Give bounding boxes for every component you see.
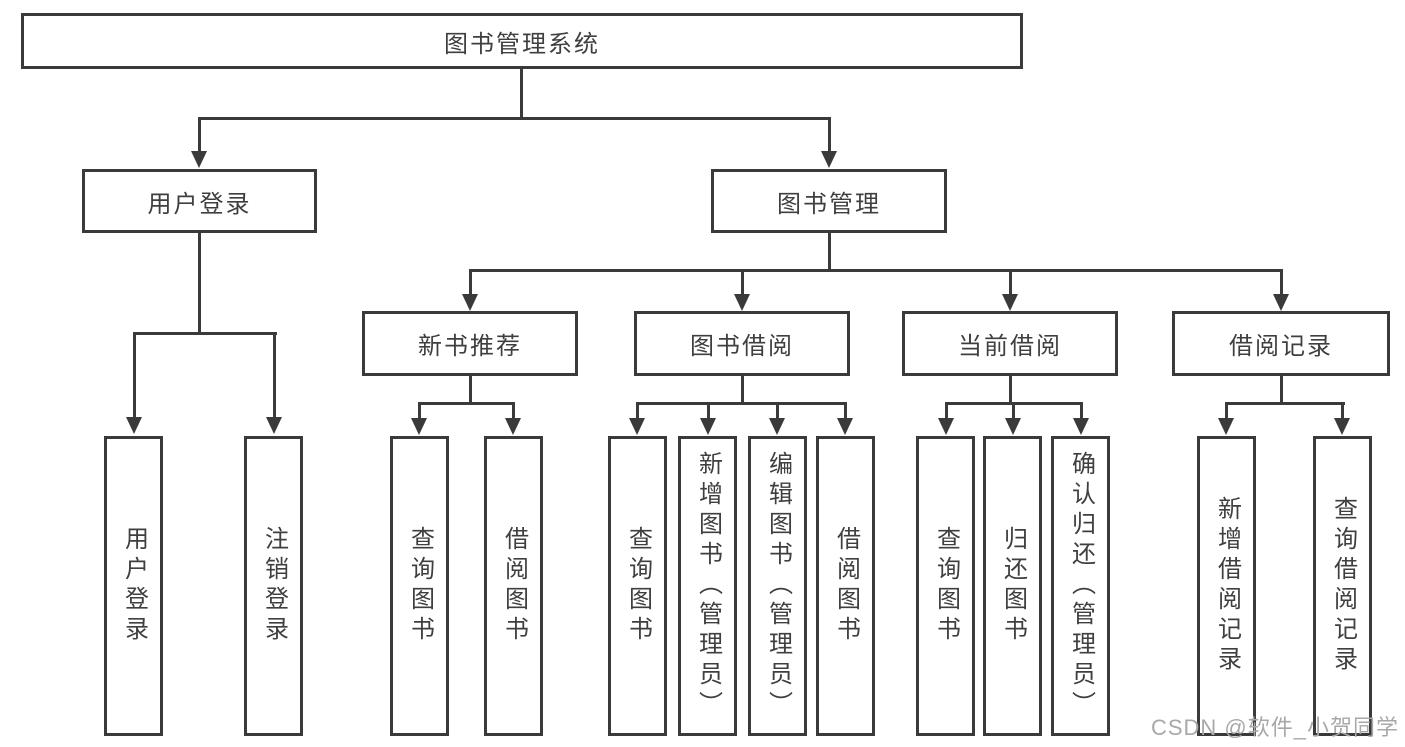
- connector-line: [945, 402, 948, 419]
- arrow-down-icon: [126, 417, 142, 434]
- leaf-query-book-current: 查询图书: [916, 436, 975, 736]
- arrow-down-icon: [266, 417, 282, 434]
- node-book-borrow: 图书借阅: [634, 311, 850, 376]
- leaf-borrow-book-recommend-label: 借阅图书: [500, 526, 528, 646]
- leaf-edit-book-admin-label: 编辑图书（管理员）: [764, 451, 792, 721]
- connector-line: [418, 402, 421, 419]
- leaf-query-book-current-label: 查询图书: [932, 526, 960, 646]
- leaf-query-borrow-record-label: 查询借阅记录: [1329, 496, 1357, 676]
- connector-line: [198, 233, 201, 334]
- connector-line: [1009, 376, 1012, 405]
- leaf-add-book-admin-label: 新增图书（管理员）: [694, 451, 722, 721]
- node-current-borrow-label: 当前借阅: [958, 333, 1062, 360]
- arrow-down-icon: [1073, 418, 1089, 435]
- arrow-down-icon: [1334, 418, 1350, 435]
- arrow-down-icon: [938, 418, 954, 435]
- leaf-logout: 注销登录: [244, 436, 303, 736]
- node-borrow-record-label: 借阅记录: [1229, 333, 1333, 360]
- connector-line: [1225, 402, 1345, 405]
- node-book-management: 图书管理: [711, 169, 947, 233]
- node-new-book-recommend-label: 新书推荐: [418, 333, 522, 360]
- node-borrow-record: 借阅记录: [1172, 311, 1390, 376]
- arrow-down-icon: [1005, 418, 1021, 435]
- leaf-edit-book-admin: 编辑图书（管理员）: [748, 436, 807, 736]
- leaf-logout-label: 注销登录: [260, 526, 288, 646]
- arrow-down-icon: [1273, 294, 1289, 311]
- node-book-management-label: 图书管理: [777, 190, 881, 218]
- node-user-login: 用户登录: [82, 169, 317, 233]
- connector-line: [1012, 402, 1015, 419]
- connector-line: [741, 269, 744, 295]
- leaf-query-book-borrow-label: 查询图书: [624, 526, 652, 646]
- leaf-add-borrow-record: 新增借阅记录: [1197, 436, 1256, 736]
- arrow-down-icon: [1002, 294, 1018, 311]
- connector-line: [1009, 269, 1012, 295]
- connector-line: [1080, 402, 1083, 419]
- csdn-watermark: CSDN @软件_小贺同学: [1150, 715, 1399, 740]
- arrow-down-icon: [734, 294, 750, 311]
- connector-line: [844, 402, 847, 419]
- leaf-query-book-borrow: 查询图书: [608, 436, 667, 736]
- node-new-book-recommend: 新书推荐: [362, 311, 578, 376]
- connector-line: [273, 332, 276, 418]
- leaf-user-login: 用户登录: [104, 436, 163, 736]
- leaf-borrow-book: 借阅图书: [816, 436, 875, 736]
- arrow-down-icon: [837, 418, 853, 435]
- leaf-borrow-book-recommend: 借阅图书: [484, 436, 543, 736]
- connector-line: [133, 332, 277, 335]
- leaf-confirm-return-admin-label: 确认归还（管理员）: [1067, 451, 1095, 721]
- connector-line: [469, 269, 472, 295]
- connector-line: [741, 376, 744, 405]
- leaf-query-book-recommend: 查询图书: [390, 436, 449, 736]
- leaf-return-book: 归还图书: [983, 436, 1042, 736]
- connector-line: [418, 402, 515, 405]
- arrow-down-icon: [629, 418, 645, 435]
- leaf-add-borrow-record-label: 新增借阅记录: [1213, 496, 1241, 676]
- leaf-confirm-return-admin: 确认归还（管理员）: [1051, 436, 1110, 736]
- connector-line: [1280, 269, 1283, 295]
- arrow-down-icon: [191, 151, 207, 168]
- leaf-query-book-recommend-label: 查询图书: [406, 526, 434, 646]
- leaf-add-book-admin: 新增图书（管理员）: [678, 436, 737, 736]
- arrow-down-icon: [505, 418, 521, 435]
- arrow-down-icon: [769, 418, 785, 435]
- connector-line: [1341, 402, 1344, 419]
- node-current-borrow: 当前借阅: [902, 311, 1118, 376]
- connector-line: [520, 69, 523, 117]
- connector-line: [828, 117, 831, 152]
- connector-line: [512, 402, 515, 419]
- connector-line: [828, 233, 831, 272]
- connector-line: [198, 117, 201, 152]
- arrow-down-icon: [411, 418, 427, 435]
- leaf-borrow-book-label: 借阅图书: [832, 526, 860, 646]
- arrow-down-icon: [1218, 418, 1234, 435]
- connector-line: [133, 332, 136, 418]
- connector-line: [469, 269, 1283, 272]
- node-root-label: 图书管理系统: [444, 30, 600, 58]
- connector-line: [1225, 402, 1228, 419]
- connector-line: [636, 402, 639, 419]
- connector-line: [776, 402, 779, 419]
- leaf-query-borrow-record: 查询借阅记录: [1313, 436, 1372, 736]
- node-book-borrow-label: 图书借阅: [690, 333, 794, 360]
- arrow-down-icon: [462, 294, 478, 311]
- leaf-return-book-label: 归还图书: [999, 526, 1027, 646]
- node-user-login-label: 用户登录: [147, 190, 252, 218]
- arrow-down-icon: [700, 418, 716, 435]
- node-root-library-system: 图书管理系统: [21, 13, 1023, 69]
- connector-line: [636, 402, 847, 405]
- connector-line: [469, 376, 472, 405]
- connector-line: [707, 402, 710, 419]
- connector-line: [198, 117, 831, 120]
- leaf-user-login-label: 用户登录: [120, 526, 148, 646]
- connector-line: [1280, 376, 1283, 405]
- arrow-down-icon: [821, 151, 837, 168]
